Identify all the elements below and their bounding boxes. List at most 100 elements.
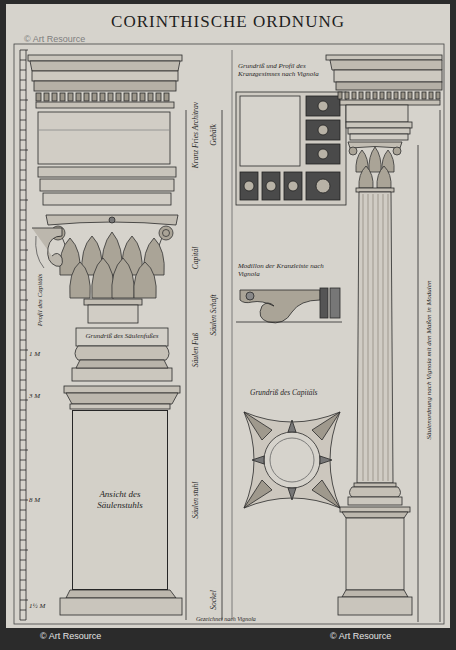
ruler-tick [20, 420, 26, 421]
dentil-row [338, 92, 440, 99]
ruler-tick [20, 550, 28, 551]
ruler-tick [20, 270, 26, 271]
dentil [84, 93, 89, 101]
modillion-caption: Modillon der Kranzleiste nach Vignola [238, 262, 330, 279]
dentil [380, 92, 384, 99]
dentil [124, 93, 129, 101]
ruler-tick [20, 160, 26, 161]
part-name: Säulen stuhl [191, 480, 200, 521]
dentil [148, 93, 153, 101]
ruler-tick [20, 450, 28, 451]
pedestal-die: Ansicht des Säulenstuhls [72, 410, 168, 590]
dentil [401, 92, 405, 99]
dentil [387, 92, 391, 99]
ruler-tick [20, 340, 26, 341]
ruler-tick [20, 300, 28, 301]
ruler-tick [20, 540, 26, 541]
ruler-tick [20, 120, 26, 121]
ruler-tick [20, 580, 26, 581]
ruler-tick [20, 350, 28, 351]
watermark: © Art Resource [24, 34, 85, 45]
ruler-tick [20, 170, 26, 171]
dentil-row [36, 93, 169, 101]
ruler-tick [20, 380, 26, 381]
sheet-note: Säulenordnung nach Vignola mit den Maßen… [425, 279, 433, 442]
dentil [36, 93, 41, 101]
dentil [429, 92, 433, 99]
dentil [92, 93, 97, 101]
flute-line [363, 194, 364, 481]
part-name: Kranz Fries Architrav [191, 100, 200, 170]
part-name: Capitäl [191, 245, 200, 272]
dentil [44, 93, 49, 101]
ruler-tick [20, 400, 28, 401]
ruler-tick [20, 180, 26, 181]
part-name: Gebälk [209, 122, 218, 148]
ruler-tick [20, 620, 26, 621]
part-name: Säulen Schaft [209, 292, 218, 337]
ruler-tick [20, 200, 28, 201]
flute-line [383, 194, 384, 481]
ruler-tick [20, 220, 26, 221]
plan-caption: Grundriß und Profil des Kranzgesimses na… [238, 62, 326, 79]
dimension: 3 M [29, 392, 40, 400]
ruler-tick [20, 240, 26, 241]
flute-line [373, 194, 374, 481]
ruler-tick [20, 360, 26, 361]
ruler-tick [20, 290, 26, 291]
watermark: © Art Resource [330, 631, 391, 642]
ruler-tick [20, 80, 26, 81]
ruler-tick [20, 330, 26, 331]
dentil [76, 93, 81, 101]
ruler-tick [20, 280, 26, 281]
ruler-tick [20, 430, 26, 431]
part-name: Säulen Fuß [191, 331, 200, 369]
ruler-tick [20, 490, 26, 491]
ruler-tick [20, 150, 28, 151]
dentil [422, 92, 426, 99]
ruler-tick [20, 590, 26, 591]
dentil [68, 93, 73, 101]
ruler-tick [20, 520, 26, 521]
flute-line [368, 194, 369, 481]
pedestal-caption: Ansicht des Säulenstuhls [73, 485, 167, 516]
dentil [345, 92, 349, 99]
dentil [116, 93, 121, 101]
ruler-tick [20, 210, 26, 211]
ruler-tick [20, 90, 26, 91]
dentil [436, 92, 440, 99]
sheet-title: CORINTHISCHE ORDNUNG [111, 12, 345, 32]
ruler-tick [20, 560, 26, 561]
dentil [415, 92, 419, 99]
dentil [108, 93, 113, 101]
dimension: 1½ M [29, 602, 45, 610]
shaft-fluting [363, 194, 388, 481]
ruler-tick [20, 410, 26, 411]
dentil [60, 93, 65, 101]
ruler-line [26, 50, 27, 620]
ruler-tick [20, 480, 26, 481]
ruler-tick [20, 470, 26, 471]
ruler-tick [20, 530, 26, 531]
ruler-tick [20, 50, 28, 51]
dentil [132, 93, 137, 101]
base-caption: Grundriß des Säulenfußes [85, 332, 158, 340]
ruler-tick [20, 110, 26, 111]
dentil [52, 93, 57, 101]
watermark: © Art Resource [40, 631, 101, 642]
part-name: Sockel [209, 588, 218, 612]
ruler-tick [20, 510, 26, 511]
dimension: 8 M [29, 496, 40, 504]
dentil [373, 92, 377, 99]
signature: Gezeichnet nach Vignola [196, 616, 256, 623]
flute-line [378, 194, 379, 481]
ruler-tick [20, 310, 26, 311]
dentil [156, 93, 161, 101]
dentil [164, 93, 169, 101]
dentil [338, 92, 342, 99]
dentil [366, 92, 370, 99]
ruler-tick [20, 130, 26, 131]
ruler-tick [20, 250, 28, 251]
ruler-line [20, 50, 21, 620]
profile-caption: Profil des Capitäls [36, 272, 44, 329]
